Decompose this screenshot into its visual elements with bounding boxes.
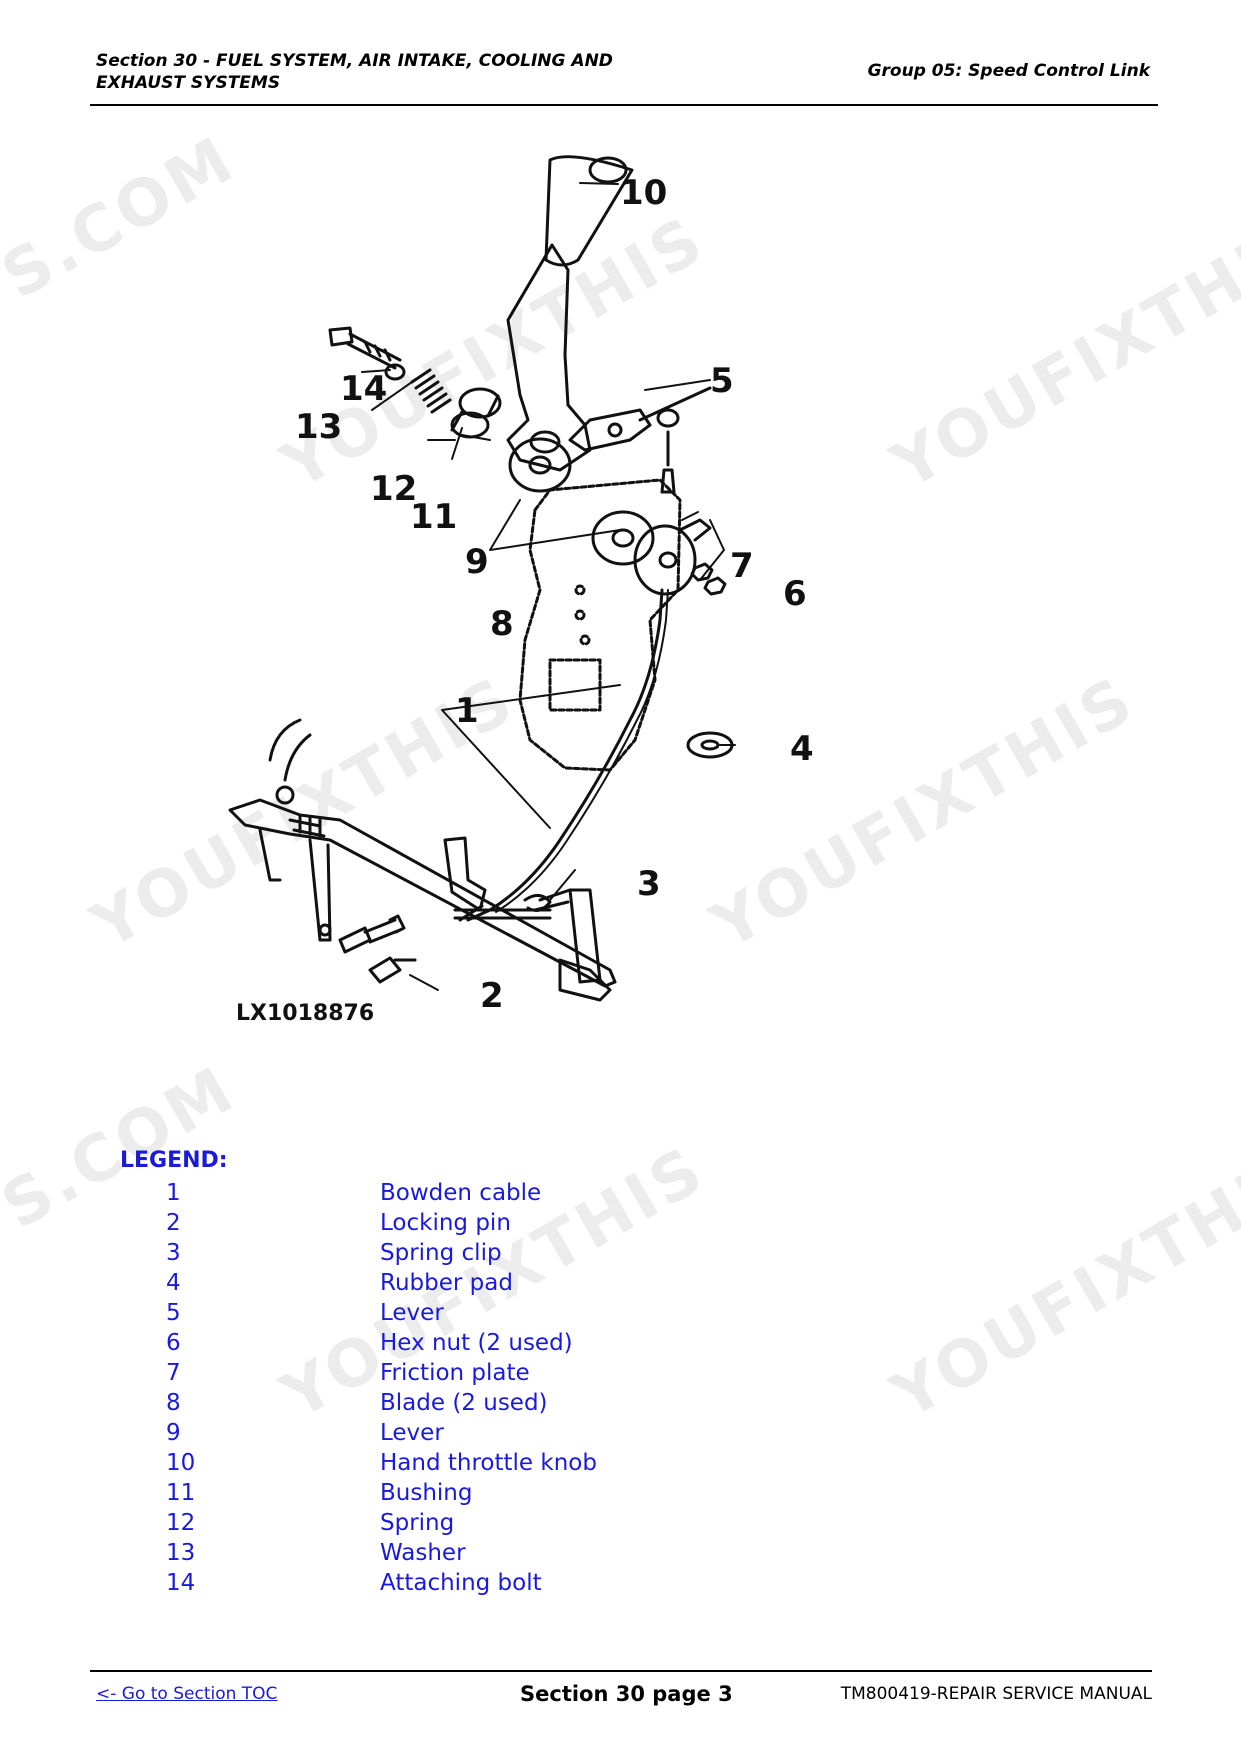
section-title: Section 30 - FUEL SYSTEM, AIR INTAKE, CO… (96, 50, 613, 94)
mounting-bracket (518, 478, 682, 772)
legend-item-description: Spring clip (380, 1240, 502, 1266)
manual-id: TM800419-REPAIR SERVICE MANUAL (840, 1684, 1152, 1704)
legend-item-description: Lever (380, 1300, 444, 1326)
legend-item-description: Washer (380, 1540, 466, 1566)
callout-6: 6 (783, 574, 807, 614)
legend-item: 14 Attaching bolt (0, 1570, 900, 1600)
legend-item: 12 Spring (0, 1510, 900, 1540)
callout-10: 10 (620, 173, 667, 213)
callout-7: 7 (730, 546, 754, 586)
exploded-view-diagram: 10 14 13 12 11 9 5 7 6 8 1 4 3 2 LX10188… (228, 155, 814, 1026)
callout-13: 13 (295, 407, 342, 447)
legend-item: 8 Blade (2 used) (0, 1390, 900, 1420)
legend-item: 1 Bowden cable (0, 1180, 900, 1210)
locking-pin (338, 914, 417, 984)
speed-control-link-figure: 10 14 13 12 11 9 5 7 6 8 1 4 3 2 LX10188… (190, 120, 1060, 1140)
bushing (450, 387, 502, 439)
bowden-cable (458, 430, 676, 922)
legend-item-number: 14 (166, 1570, 196, 1596)
legend-item-number: 8 (166, 1390, 181, 1416)
page-number: Section 30 page 3 (520, 1682, 733, 1706)
legend-item-number: 13 (166, 1540, 196, 1566)
friction-plate (633, 518, 712, 596)
section-toc-link[interactable]: <- Go to Section TOC (96, 1684, 278, 1704)
callout-3: 3 (637, 864, 661, 904)
legend-item-description: Friction plate (380, 1360, 530, 1386)
throttle-shaft (228, 718, 617, 1002)
leader-lines (361, 182, 736, 991)
legend-item: 7 Friction plate (0, 1360, 900, 1390)
legend-item-number: 6 (166, 1330, 181, 1356)
callout-4: 4 (790, 729, 814, 769)
figure-code: LX1018876 (236, 1001, 374, 1026)
section-title-line2: EXHAUST SYSTEMS (96, 73, 281, 93)
rod-end (533, 888, 572, 912)
legend-item-description: Bowden cable (380, 1180, 542, 1206)
legend-item-description: Hex nut (2 used) (380, 1330, 573, 1356)
legend-item-description: Attaching bolt (380, 1570, 542, 1596)
legend-item: 2 Locking pin (0, 1210, 900, 1240)
callout-11: 11 (410, 497, 457, 537)
legend-item-number: 10 (166, 1450, 196, 1476)
hand-throttle-knob (544, 155, 634, 267)
legend-item: 6 Hex nut (2 used) (0, 1330, 900, 1360)
callout-9: 9 (465, 542, 489, 582)
legend-item-number: 1 (166, 1180, 181, 1206)
legend-item-description: Spring (380, 1510, 455, 1536)
page-footer: <- Go to Section TOC Section 30 page 3 T… (90, 1670, 1152, 1716)
callout-14: 14 (340, 369, 387, 409)
legend-item-number: 3 (166, 1240, 181, 1266)
hex-nuts (690, 562, 727, 596)
legend-item-description: Lever (380, 1420, 444, 1446)
spring (410, 368, 452, 414)
legend-item-number: 2 (166, 1210, 181, 1236)
legend-item-description: Blade (2 used) (380, 1390, 548, 1416)
legend-item-number: 11 (166, 1480, 196, 1506)
legend-item: 10 Hand throttle knob (0, 1450, 900, 1480)
callout-5: 5 (710, 361, 734, 401)
legend-item-description: Hand throttle knob (380, 1450, 597, 1476)
legend-item-number: 4 (166, 1270, 181, 1296)
speed-lever (568, 386, 712, 452)
cable-bracket (443, 836, 487, 912)
legend-item: 11 Bushing (0, 1480, 900, 1510)
legend-item: 13 Washer (0, 1540, 900, 1570)
blade (508, 437, 655, 566)
group-title: Group 05: Speed Control Link (867, 61, 1150, 81)
legend-item: 3 Spring clip (0, 1240, 900, 1270)
legend-item-number: 5 (166, 1300, 181, 1326)
legend-item: 9 Lever (0, 1420, 900, 1450)
callout-8: 8 (490, 604, 514, 644)
attaching-bolt (328, 326, 402, 370)
watermark: YOUFIXTHIS (880, 1132, 1241, 1435)
callout-1: 1 (455, 691, 479, 731)
legend-item-number: 9 (166, 1420, 181, 1446)
legend-title: LEGEND: (120, 1148, 228, 1173)
legend-item-description: Bushing (380, 1480, 473, 1506)
washer (384, 363, 406, 381)
throttle-lever (506, 243, 592, 472)
legend-item-description: Rubber pad (380, 1270, 513, 1296)
legend-item: 5 Lever (0, 1300, 900, 1330)
legend-item: 4 Rubber pad (0, 1270, 900, 1300)
section-title-line1: Section 30 - FUEL SYSTEM, AIR INTAKE, CO… (96, 51, 613, 71)
legend-item-number: 12 (166, 1510, 196, 1536)
legend-item-number: 7 (166, 1360, 181, 1386)
callout-12: 12 (370, 469, 417, 509)
legend-item-description: Locking pin (380, 1210, 511, 1236)
callout-2: 2 (480, 976, 504, 1016)
page-header: Section 30 - FUEL SYSTEM, AIR INTAKE, CO… (90, 48, 1158, 106)
